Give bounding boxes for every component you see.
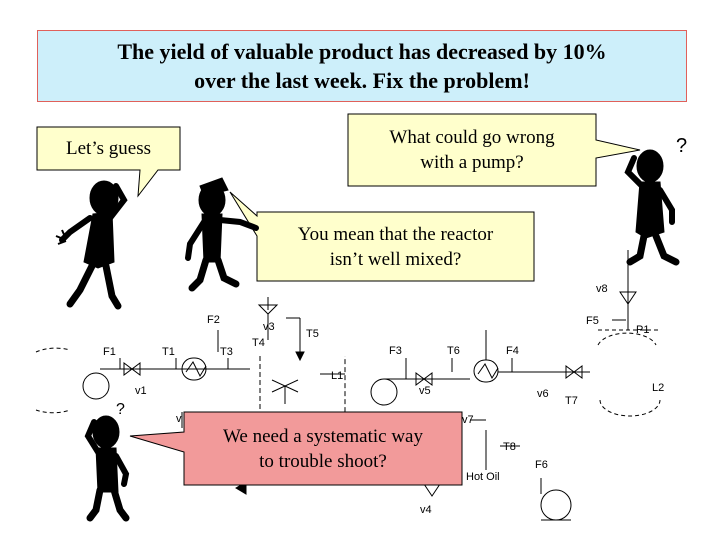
label-v6: v6 — [537, 388, 549, 400]
label-F1: F1 — [103, 346, 116, 358]
label-L2: L2 — [652, 382, 664, 394]
label-L1: L1 — [331, 370, 343, 382]
label-T1: T1 — [162, 346, 175, 358]
bubble-systematic-line1: We need a systematic way — [222, 425, 423, 447]
label-F3: F3 — [389, 345, 402, 357]
figure-pump-thinker — [624, 149, 680, 266]
label-v8: v8 — [596, 283, 608, 295]
label-v3: v3 — [263, 321, 275, 333]
bubble-guess: Let’s guess — [37, 127, 180, 170]
figure-systematic-thinker — [84, 415, 130, 522]
bubble-mixed-shape — [229, 191, 535, 282]
bubble-systematic-line2: to trouble shoot? — [259, 450, 387, 472]
label-T4: T4 — [252, 337, 265, 349]
label-T7: T7 — [565, 395, 578, 407]
question-mark-right: ? — [676, 135, 687, 157]
bubble-mixed-line2: isn’t well mixed? — [329, 248, 462, 270]
bubble-systematic-shape — [129, 411, 463, 486]
bubble-pump-line1: What could go wrong — [389, 127, 555, 148]
figure-guesser — [55, 180, 128, 310]
label-P1: P1 — [636, 324, 649, 336]
bubble-guess-shape — [36, 126, 181, 198]
question-mark-lower-left: ? — [116, 401, 125, 418]
label-v5: v5 — [419, 385, 431, 397]
label-v1: v1 — [135, 385, 147, 397]
label-v4: v4 — [420, 504, 432, 516]
label-F4: F4 — [506, 345, 519, 357]
label-v7: v7 — [462, 414, 474, 426]
label-T3: T3 — [220, 346, 233, 358]
problem-statement-line1: The yield of valuable product has decrea… — [117, 39, 607, 64]
problem-statement-line2: over the last week. Fix the problem! — [194, 68, 530, 93]
label-F5: F5 — [586, 315, 599, 327]
label-v-partial: v — [176, 413, 182, 425]
bubble-mixed-line1: You mean that the reactor — [297, 223, 494, 245]
label-T6: T6 — [447, 345, 460, 357]
label-T5: T5 — [306, 328, 319, 340]
figure-pointer — [185, 177, 259, 292]
bubble-pump-shape — [347, 113, 641, 187]
process-label-group: F1 T1 T3 F2 v3 T4 T5 L1 F3 T6 F4 v1 v5 v… — [103, 283, 664, 516]
process-lines — [35, 250, 661, 521]
bubble-pump-line2: with a pump? — [420, 152, 524, 173]
label-F6: F6 — [535, 459, 548, 471]
label-hot-oil: Hot Oil — [466, 471, 500, 483]
bubble-pump: What could go wrong with a pump? — [348, 114, 596, 186]
bubble-mixed: You mean that the reactor isn’t well mix… — [257, 212, 534, 281]
label-F2: F2 — [207, 314, 220, 326]
problem-statement-box: The yield of valuable product has decrea… — [37, 30, 687, 102]
label-T8: T8 — [503, 441, 516, 453]
bubble-guess-text: Let’s guess — [66, 138, 151, 159]
bubble-systematic: We need a systematic way to trouble shoo… — [184, 412, 462, 485]
